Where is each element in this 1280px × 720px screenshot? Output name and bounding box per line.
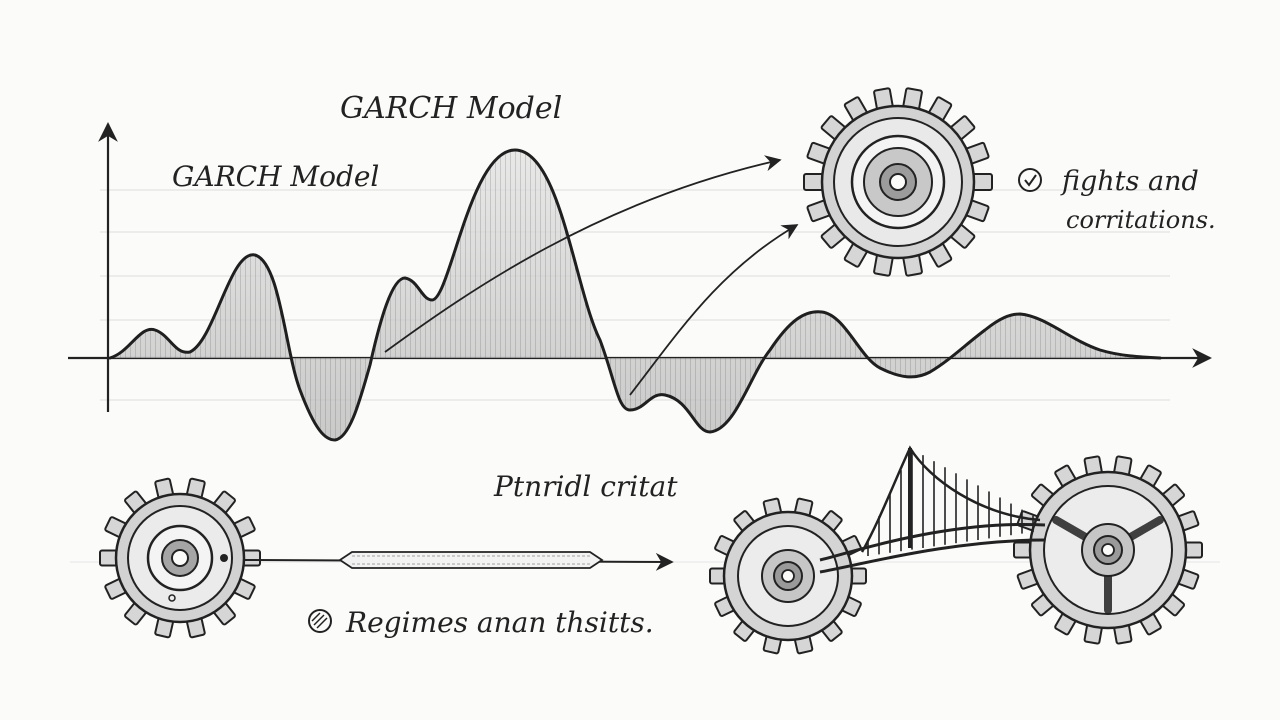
middle-label: Ptnridl critat: [493, 470, 678, 503]
regime-arrow: [244, 551, 674, 571]
right-note-line2: corritations.: [1066, 206, 1216, 234]
volatility-wave: [108, 148, 1162, 442]
connector-arrows: [384, 155, 799, 396]
garch-title-left: GARCH Model: [172, 160, 379, 193]
main-gear-icon: [803, 87, 993, 277]
hatched-circle-icon: [308, 609, 332, 633]
right-note-line1: fights and: [1060, 166, 1199, 197]
bridge-gear-right-icon: [1013, 455, 1203, 645]
bridge-icon: [819, 445, 1046, 574]
bottom-note: Regimes anan thsitts.: [345, 606, 654, 639]
bridge-gear-left-icon: [709, 497, 867, 655]
arrow-to-gear-1: [384, 155, 782, 353]
left-gear-icon: [99, 477, 261, 639]
garch-title-top: GARCH Model: [340, 91, 562, 126]
arrow-to-gear-2: [629, 224, 799, 396]
check-circle-icon: [1018, 168, 1042, 192]
wave-hatching: [110, 150, 1160, 440]
capsule-shape: [338, 551, 604, 569]
